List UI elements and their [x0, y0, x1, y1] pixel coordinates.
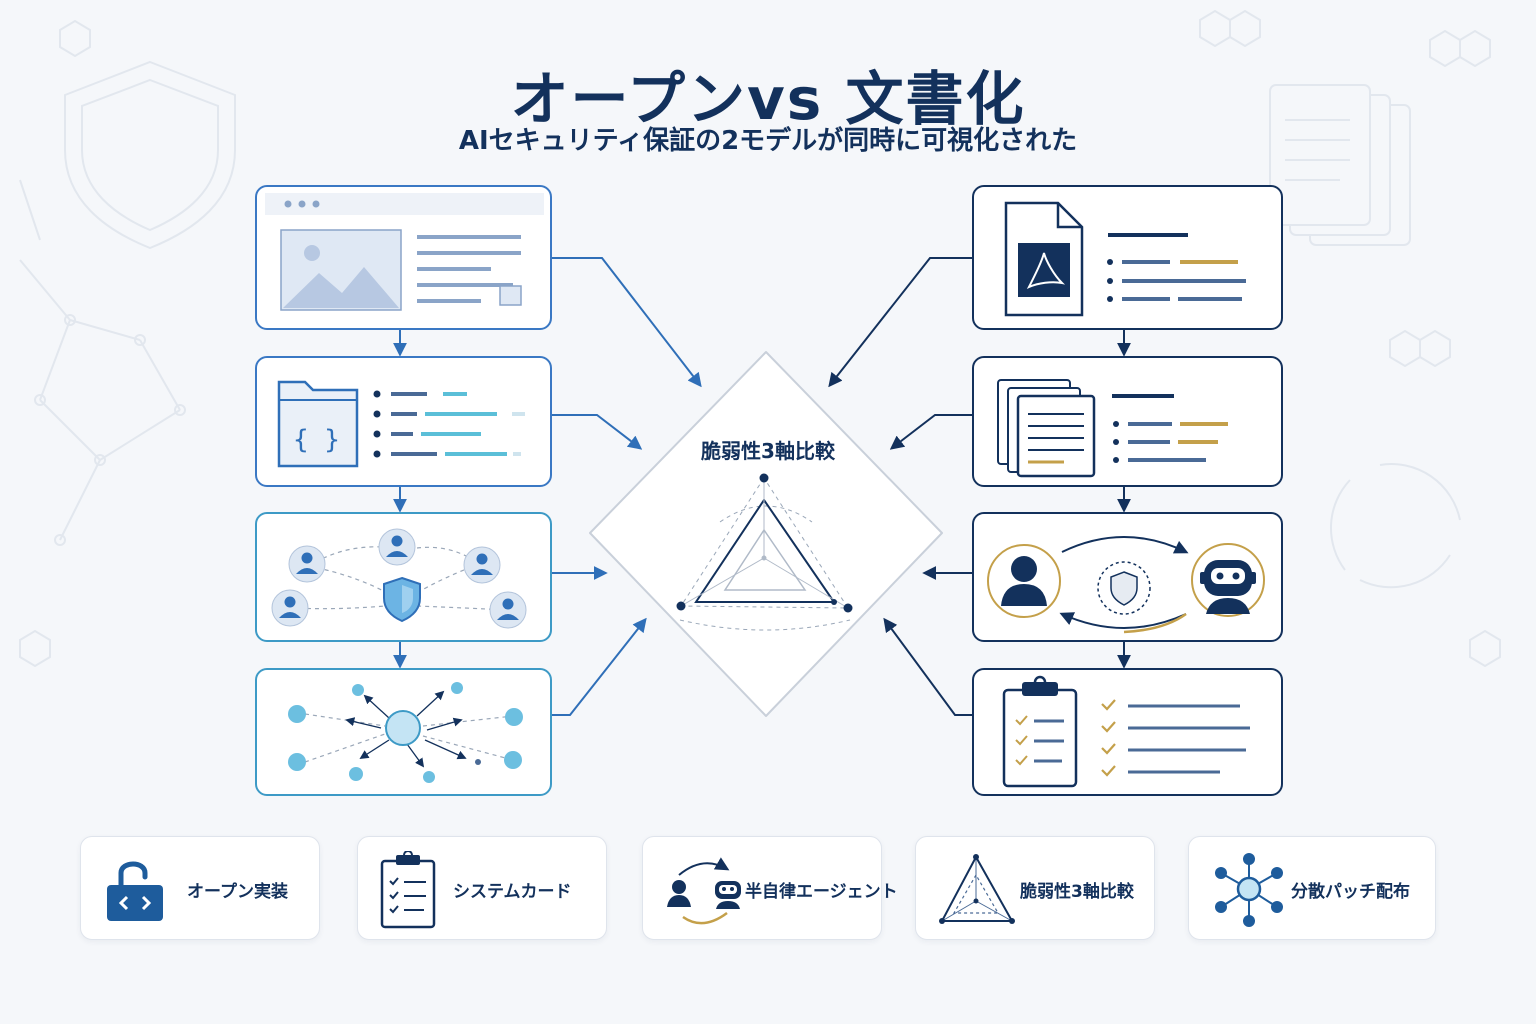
legend-card-patch: 分散パッチ配布: [1188, 836, 1436, 940]
user-network-panel: [255, 512, 552, 642]
hexagon-pattern: [19, 9, 1501, 668]
web-page-panel: [255, 185, 552, 330]
pdf-document-panel: [972, 185, 1283, 330]
right-arrow-1: [828, 257, 972, 388]
left-arrow-2: [552, 414, 643, 450]
pdf-file-icon: [1004, 201, 1084, 317]
shield-small-icon: [1110, 571, 1138, 606]
clipboard-icon: [1002, 675, 1078, 788]
left-arrow-4: [552, 617, 647, 716]
right-arrow-2: [889, 414, 972, 450]
right-arrow-4: [883, 617, 972, 716]
code-folder-panel: { }: [255, 356, 552, 487]
human-ai-agent-panel: [972, 512, 1283, 642]
legend-label-open-impl: オープン実装: [187, 882, 288, 902]
legend-label-system-card: システムカード: [453, 882, 572, 902]
human-user-icon: [987, 544, 1061, 618]
document-stack-icon: [997, 379, 1096, 478]
image-placeholder-icon: [280, 229, 402, 311]
user-avatar-icon: [288, 545, 326, 583]
hub-node: [385, 710, 421, 746]
distribution-hub-panel: [255, 668, 552, 796]
code-folder-icon: { }: [277, 380, 359, 468]
svg-text:{ }: { }: [293, 425, 340, 455]
legend-label-patch: 分散パッチ配布: [1291, 882, 1410, 902]
network-watermark-icon: [19, 179, 186, 546]
shield-icon: [383, 576, 421, 623]
shield-watermark-icon: [64, 60, 236, 250]
document-stack-panel: [972, 356, 1283, 487]
legend-label-agent: 半自律エージェント: [745, 882, 898, 902]
left-arrow-1: [552, 257, 702, 388]
checklist-panel: [972, 668, 1283, 796]
legend-card-open-impl: オープン実装: [80, 836, 320, 940]
human-robot-loop-icon: [667, 857, 741, 925]
triangle-axes-icon: [939, 854, 1015, 924]
hub-network-icon: [1215, 853, 1283, 927]
legend-label-vuln-axes: 脆弱性3軸比較: [1020, 882, 1134, 902]
legend-card-agent: 半自律エージェント: [642, 836, 898, 940]
clipboard-checklist-icon: [380, 851, 436, 929]
legend-card-system-card: システムカード: [357, 836, 607, 940]
center-label: 脆弱性3軸比較: [701, 439, 835, 463]
radar-triangle: [676, 473, 853, 631]
page-title: オープンvs 文書化: [510, 65, 1026, 133]
open-lock-code-icon: [107, 861, 163, 921]
page-subtitle: AIセキュリティ保証の2モデルが同時に可視化された: [458, 126, 1078, 156]
documents-watermark-icon: [1269, 84, 1411, 246]
legend-card-vuln-axes: 脆弱性3軸比較: [915, 836, 1155, 940]
robot-agent-icon: [1191, 543, 1265, 617]
cycle-watermark-icon: [1329, 463, 1461, 589]
